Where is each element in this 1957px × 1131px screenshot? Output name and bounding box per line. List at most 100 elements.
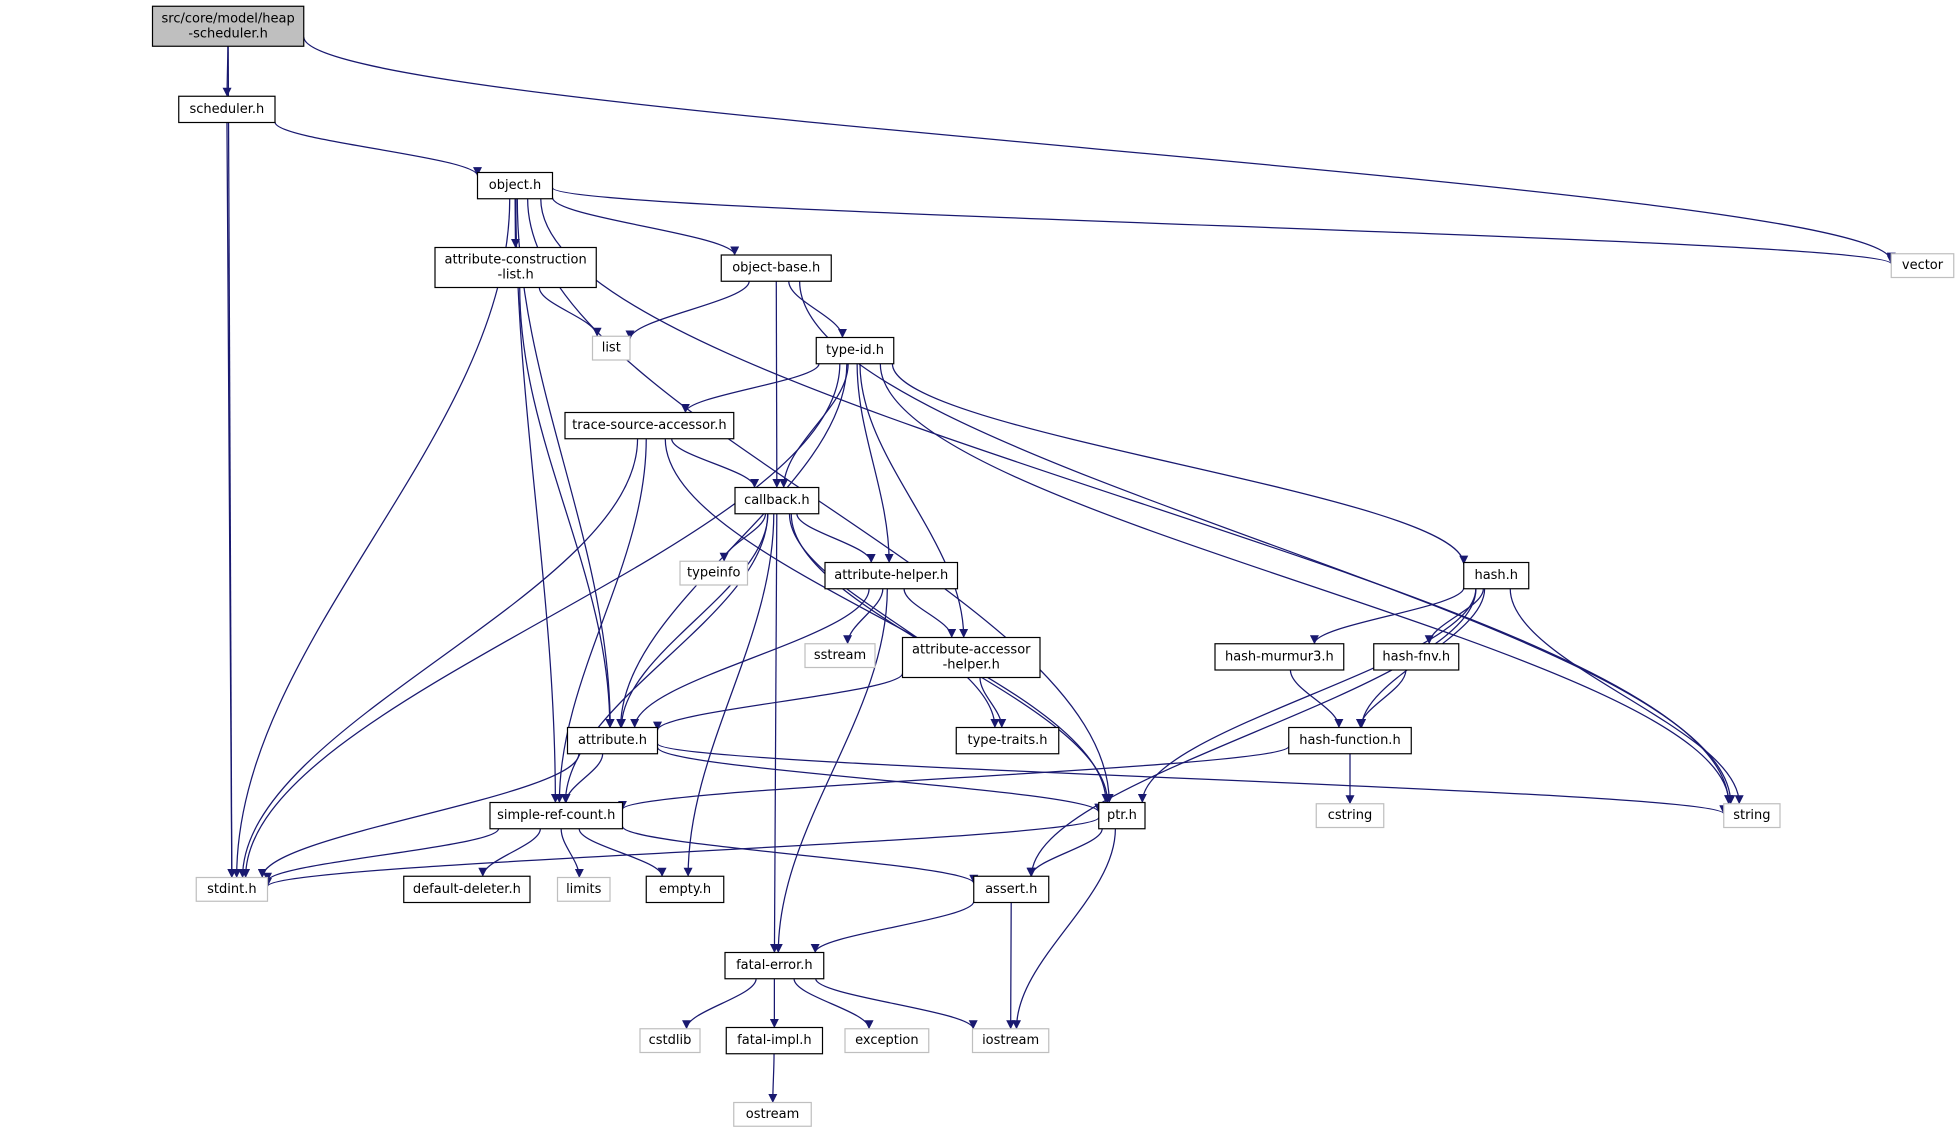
node-tsa[interactable]: trace-source-accessor.h — [564, 411, 735, 440]
node-assert[interactable]: assert.h — [973, 875, 1050, 904]
node-box — [1373, 643, 1460, 671]
node-fatalimpl[interactable]: fatal-impl.h — [725, 1026, 824, 1055]
node-label: fatal-error.h — [736, 958, 813, 973]
node-callback[interactable]: callback.h — [734, 486, 820, 515]
edge-objbase-to-string — [799, 281, 1736, 805]
edge-callback-to-fatal — [769, 513, 779, 953]
node-hash[interactable]: hash.h — [1463, 561, 1530, 590]
edge-path — [1509, 588, 1744, 805]
node-label: -scheduler.h — [188, 26, 267, 41]
edge-path — [617, 513, 769, 728]
edge-object-to-string — [540, 198, 1734, 805]
node-object[interactable]: object.h — [476, 171, 554, 200]
node-label: src/core/model/heap — [162, 11, 295, 26]
node-box — [1890, 253, 1955, 279]
node-typeid[interactable]: type-id.h — [815, 336, 895, 365]
edge-src-to-stdint — [263, 828, 500, 882]
edge-path — [815, 978, 978, 1030]
node-label: object.h — [489, 178, 541, 193]
edge-callback-to-typeinfo — [719, 513, 767, 562]
node-empty[interactable]: empty.h — [645, 875, 725, 904]
edge-path — [653, 673, 904, 731]
node-scheduler[interactable]: scheduler.h — [178, 95, 276, 124]
edge-acl-to-list — [538, 287, 602, 337]
node-ptr[interactable]: ptr.h — [1098, 801, 1146, 830]
node-box — [733, 1101, 812, 1127]
edge-path — [554, 438, 647, 803]
node-label: assert.h — [985, 882, 1037, 897]
node-list: list — [591, 335, 631, 361]
edge-ahelper-to-fatal — [773, 588, 888, 953]
edge-path — [274, 121, 482, 177]
edge-path — [226, 122, 237, 878]
edge-aah-to-attribute — [653, 673, 904, 731]
node-label: exception — [855, 1033, 919, 1048]
node-attribute[interactable]: attribute.h — [566, 726, 659, 755]
node-box — [734, 486, 820, 515]
edge-path — [478, 828, 541, 877]
edge-callback-to-src — [560, 513, 769, 803]
edge-path — [1012, 828, 1117, 1030]
edge-path — [1289, 669, 1344, 728]
edge-object-to-objbase — [551, 197, 740, 256]
edge-callback-to-ahelper — [796, 513, 876, 563]
edge-path — [1355, 669, 1407, 728]
edge-object-to-vector — [551, 187, 1896, 265]
edge-path — [979, 677, 1007, 728]
edge-fatal-to-cstdlib — [682, 978, 757, 1030]
edge-path — [719, 513, 767, 562]
edge-ptr-to-iostream — [1012, 828, 1117, 1030]
node-src[interactable]: simple-ref-count.h — [489, 801, 624, 830]
edge-path — [303, 36, 1896, 262]
edge-hash-to-fnv — [1424, 588, 1484, 645]
node-box — [195, 876, 269, 902]
node-objbase[interactable]: object-base.h — [720, 254, 832, 282]
node-label: empty.h — [659, 882, 711, 897]
node-hashfn[interactable]: hash-function.h — [1288, 726, 1412, 755]
node-label: default-deleter.h — [413, 882, 521, 897]
node-box — [724, 951, 825, 980]
node-murmur[interactable]: hash-murmur3.h — [1214, 643, 1345, 671]
node-root[interactable]: src/core/model/heap-scheduler.h — [151, 5, 305, 47]
edge-path — [621, 825, 979, 884]
node-box — [489, 801, 624, 830]
edge-scheduler-to-object — [274, 121, 482, 177]
node-box — [178, 95, 276, 124]
node-box — [804, 643, 876, 669]
edge-path — [1309, 587, 1465, 645]
edge-path — [772, 281, 782, 488]
node-label: attribute-helper.h — [834, 568, 948, 583]
node-label: fatal-impl.h — [737, 1033, 811, 1048]
edge-path — [859, 363, 969, 638]
edge-path — [618, 745, 1290, 810]
edge-fatal-to-exception — [793, 978, 874, 1030]
node-limits: limits — [556, 876, 611, 902]
node-cstdlib: cstdlib — [639, 1028, 701, 1054]
node-box — [815, 336, 895, 365]
node-deleter[interactable]: default-deleter.h — [403, 875, 531, 904]
node-sstream: sstream — [804, 643, 876, 669]
edge-objbase-to-callback — [772, 281, 782, 488]
node-label: string — [1733, 808, 1770, 823]
node-label: hash-murmur3.h — [1225, 649, 1334, 664]
edge-attribute-to-src — [561, 753, 604, 803]
node-aah[interactable]: attribute-accessor-helper.h — [901, 636, 1041, 679]
node-label: attribute-accessor — [912, 643, 1031, 658]
edge-attribute-to-stdint — [257, 753, 580, 878]
node-label: ptr.h — [1107, 808, 1137, 823]
edge-aah-to-typetraits — [979, 677, 1007, 728]
node-box — [971, 1028, 1050, 1054]
node-label: limits — [566, 882, 602, 897]
node-fnv[interactable]: hash-fnv.h — [1373, 643, 1460, 671]
edge-path — [879, 363, 1734, 805]
node-acl[interactable]: attribute-construction-list.h — [434, 246, 597, 289]
edge-path — [843, 588, 884, 645]
node-ahelper[interactable]: attribute-helper.h — [824, 561, 959, 590]
node-fatal[interactable]: fatal-error.h — [724, 951, 825, 980]
edge-typeid-to-callback — [779, 363, 849, 488]
edge-tsa-to-stdint — [238, 438, 639, 878]
node-typetraits[interactable]: type-traits.h — [955, 726, 1060, 755]
edge-path — [578, 828, 667, 877]
